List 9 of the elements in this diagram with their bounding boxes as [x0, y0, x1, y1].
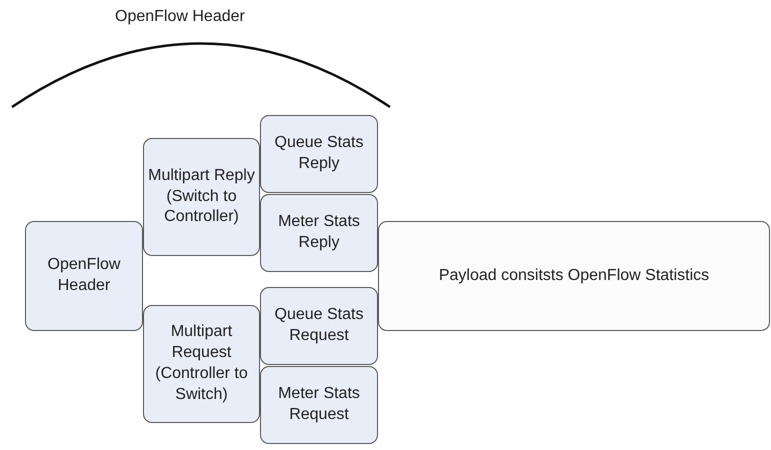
payload-field: Payload consitsts OpenFlow Statistics [378, 221, 770, 331]
header-field: Queue Stats Request [260, 287, 378, 365]
header-field: Queue Stats Reply [260, 115, 378, 193]
span-caption: OpenFlow Header [115, 8, 245, 26]
header-field: Meter Stats Request [260, 366, 378, 444]
header-field: Multipart Reply (Switch to Controller) [143, 138, 260, 256]
header-field: OpenFlow Header [25, 221, 143, 331]
header-field: Multipart Request (Controller to Switch) [143, 305, 260, 423]
header-field: Meter Stats Reply [260, 194, 378, 272]
